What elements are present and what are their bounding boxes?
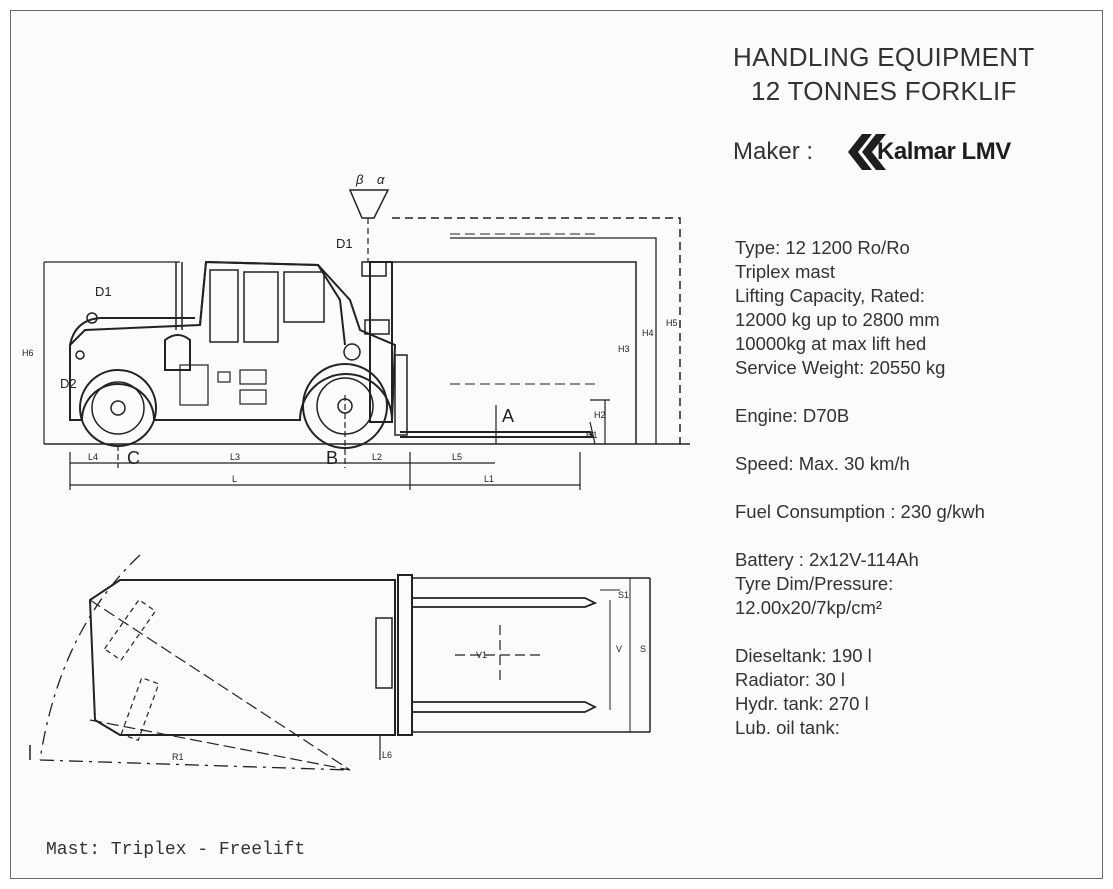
label-b: B [326, 448, 338, 468]
label-v1: V1 [476, 650, 487, 660]
label-l: L [232, 474, 237, 484]
spec-diesel-tank: Dieseltank: 190 l [735, 645, 872, 666]
mast-note: Mast: Triplex - Freelift [46, 840, 306, 860]
rear-wheel [79, 369, 157, 447]
label-l2: L2 [372, 452, 382, 462]
label-l6: L6 [382, 750, 392, 760]
maker-row: Maker : Kalmar LMV [733, 130, 1011, 174]
label-s1: S1 [618, 590, 629, 600]
front-wheel [302, 363, 388, 449]
label-h6: H6 [22, 348, 34, 358]
label-r1: R1 [172, 752, 184, 762]
side-view [43, 189, 690, 490]
spec-list: Type: 12 1200 Ro/Ro Triplex mast Lifting… [735, 236, 1095, 740]
maker-label: Maker : [733, 138, 814, 165]
kalmar-logo-text: Kalmar LMV [877, 138, 1011, 165]
label-l3: L3 [230, 452, 240, 462]
spec-fuel: Fuel Consumption : 230 g/kwh [735, 501, 985, 522]
top-view [29, 554, 651, 771]
label-h5: H5 [666, 318, 678, 328]
label-s: S [640, 644, 646, 654]
spec-lub-oil: Lub. oil tank: [735, 717, 840, 738]
label-l4: L4 [88, 452, 98, 462]
title-line-1: HANDLING EQUIPMENT [733, 42, 1035, 72]
spec-type: Type: 12 1200 Ro/Ro [735, 237, 910, 258]
kalmar-logo: Kalmar LMV [873, 138, 1011, 166]
spec-capacity-rated: 12000 kg up to 2800 mm [735, 309, 940, 330]
label-alpha: α [377, 172, 385, 187]
label-beta: β [355, 172, 364, 187]
spec-capacity-max: 10000kg at max lift hed [735, 333, 927, 354]
label-l1: L1 [484, 474, 494, 484]
sheet-title: HANDLING EQUIPMENT 12 TONNES FORKLIF [733, 40, 1093, 108]
spec-hydr-tank: Hydr. tank: 270 l [735, 693, 869, 714]
label-d1-mast: D1 [336, 236, 353, 251]
title-line-2: 12 TONNES FORKLIF [751, 76, 1017, 106]
label-h3: H3 [618, 344, 630, 354]
kalmar-logo-mark [848, 134, 886, 170]
spec-tyre-value: 12.00x20/7kp/cm² [735, 597, 883, 618]
spec-engine: Engine: D70B [735, 405, 850, 426]
label-h1: H1 [586, 430, 598, 440]
spec-service-weight: Service Weight: 20550 kg [735, 357, 946, 378]
label-d2: D2 [60, 376, 77, 391]
spec-battery: Battery : 2x12V-114Ah [735, 549, 919, 570]
label-v: V [616, 644, 622, 654]
label-a: A [502, 406, 514, 426]
spec-lifting-capacity-label: Lifting Capacity, Rated: [735, 285, 925, 306]
label-h2: H2 [594, 410, 606, 420]
label-c: C [127, 448, 140, 468]
spec-tyre-label: Tyre Dim/Pressure: [735, 573, 894, 594]
label-l5: L5 [452, 452, 462, 462]
spec-speed: Speed: Max. 30 km/h [735, 453, 910, 474]
label-h4: H4 [642, 328, 654, 338]
label-d1-cab: D1 [95, 284, 112, 299]
spec-radiator: Radiator: 30 l [735, 669, 846, 690]
spec-mast: Triplex mast [735, 261, 836, 282]
